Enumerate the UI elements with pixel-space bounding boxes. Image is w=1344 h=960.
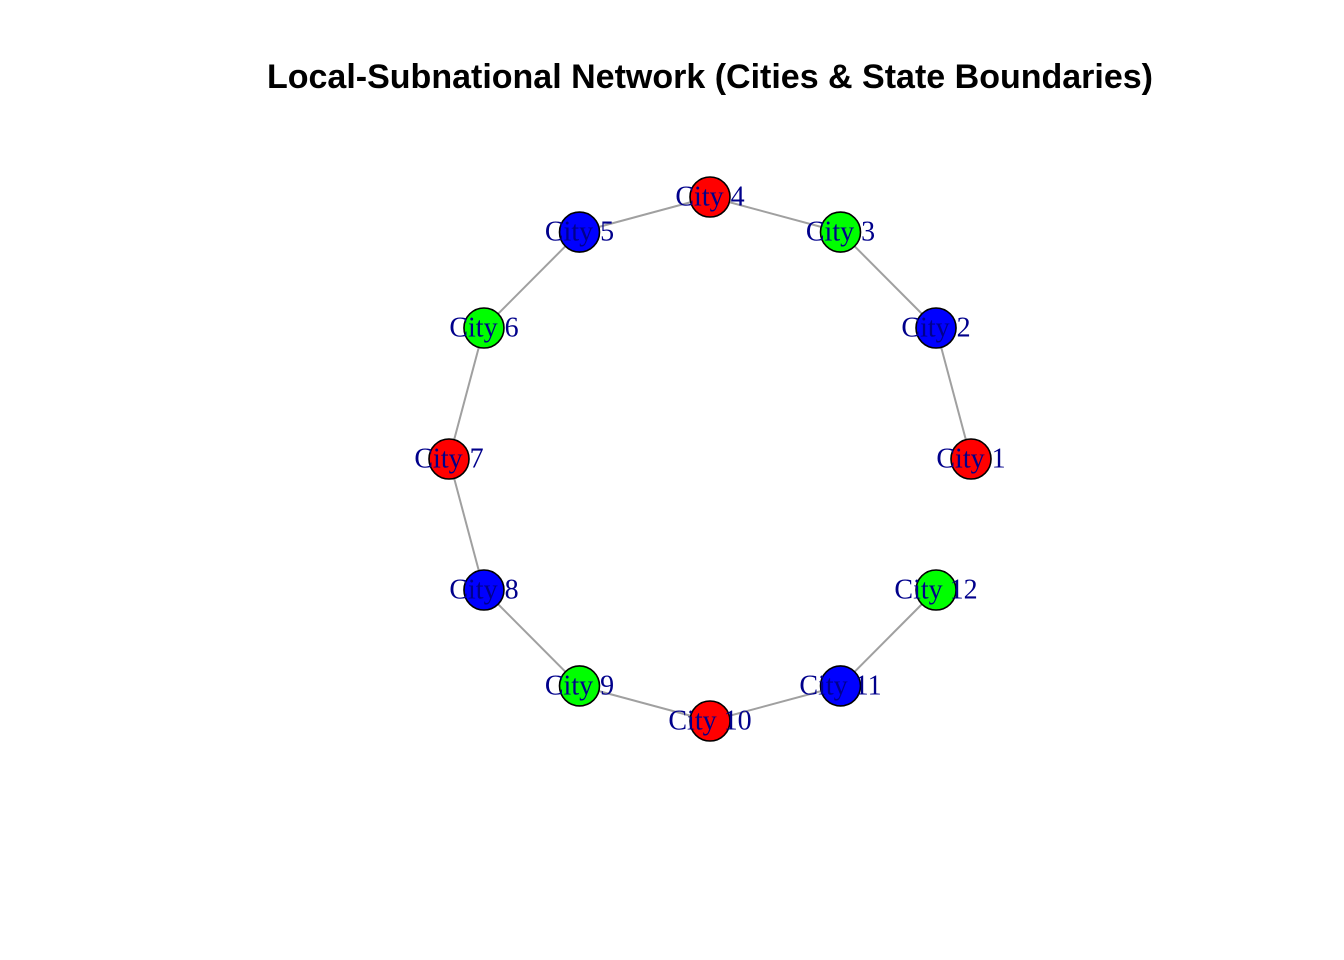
node-label: City 8 bbox=[449, 575, 518, 606]
node-city-7[interactable]: City 7 bbox=[414, 438, 484, 480]
node-city-12[interactable]: City 12 bbox=[894, 569, 978, 611]
node-city-9[interactable]: City 9 bbox=[545, 665, 614, 707]
node-label: City 12 bbox=[894, 575, 977, 606]
edge-4-5 bbox=[579, 196, 711, 234]
node-label: City 2 bbox=[901, 313, 970, 344]
node-circle[interactable] bbox=[428, 438, 470, 480]
edge-3-4 bbox=[709, 196, 841, 234]
node-city-11[interactable]: City 11 bbox=[799, 665, 882, 707]
node-label: City 3 bbox=[806, 217, 875, 248]
edges-layer bbox=[448, 196, 972, 722]
node-circle[interactable] bbox=[689, 176, 731, 218]
node-circle[interactable] bbox=[463, 569, 505, 611]
edge-8-9 bbox=[483, 589, 581, 687]
node-label: City 6 bbox=[449, 313, 518, 344]
node-circle[interactable] bbox=[689, 700, 731, 742]
node-city-10[interactable]: City 10 bbox=[668, 700, 752, 742]
node-circle[interactable] bbox=[463, 307, 505, 349]
node-city-5[interactable]: City 5 bbox=[545, 211, 614, 253]
node-city-4[interactable]: City 4 bbox=[675, 176, 745, 218]
edge-6-7 bbox=[448, 327, 485, 460]
node-city-1[interactable]: City 1 bbox=[936, 438, 1006, 480]
node-label: City 5 bbox=[545, 217, 614, 248]
node-label: City 11 bbox=[799, 670, 881, 701]
node-label: City 7 bbox=[414, 444, 483, 475]
edge-11-12 bbox=[839, 589, 937, 687]
node-circle[interactable] bbox=[915, 307, 957, 349]
node-circle[interactable] bbox=[950, 438, 992, 480]
edge-7-8 bbox=[448, 458, 485, 591]
node-circle[interactable] bbox=[558, 665, 601, 707]
nodes-layer: City 1 City 2 City 3 City 4 City 5 City 6 City… bbox=[414, 176, 1006, 742]
node-circle[interactable] bbox=[915, 569, 957, 611]
node-label: City 4 bbox=[675, 182, 744, 213]
page-title: Local-Subnational Network (Cities & Stat… bbox=[266, 58, 1153, 96]
node-city-8[interactable]: City 8 bbox=[449, 569, 519, 611]
edge-1-2 bbox=[935, 327, 972, 460]
node-label: City 10 bbox=[668, 706, 751, 737]
node-city-6[interactable]: City 6 bbox=[449, 307, 519, 349]
node-circle[interactable] bbox=[819, 665, 862, 707]
node-city-2[interactable]: City 2 bbox=[901, 307, 971, 349]
node-label: City 9 bbox=[545, 670, 614, 701]
edge-10-11 bbox=[709, 684, 841, 722]
node-circle[interactable] bbox=[558, 211, 601, 253]
node-label: City 1 bbox=[936, 444, 1005, 475]
node-city-3[interactable]: City 3 bbox=[806, 211, 875, 253]
node-circle[interactable] bbox=[819, 211, 862, 253]
edge-5-6 bbox=[483, 231, 581, 329]
edge-2-3 bbox=[839, 231, 937, 329]
edge-9-10 bbox=[579, 684, 711, 722]
